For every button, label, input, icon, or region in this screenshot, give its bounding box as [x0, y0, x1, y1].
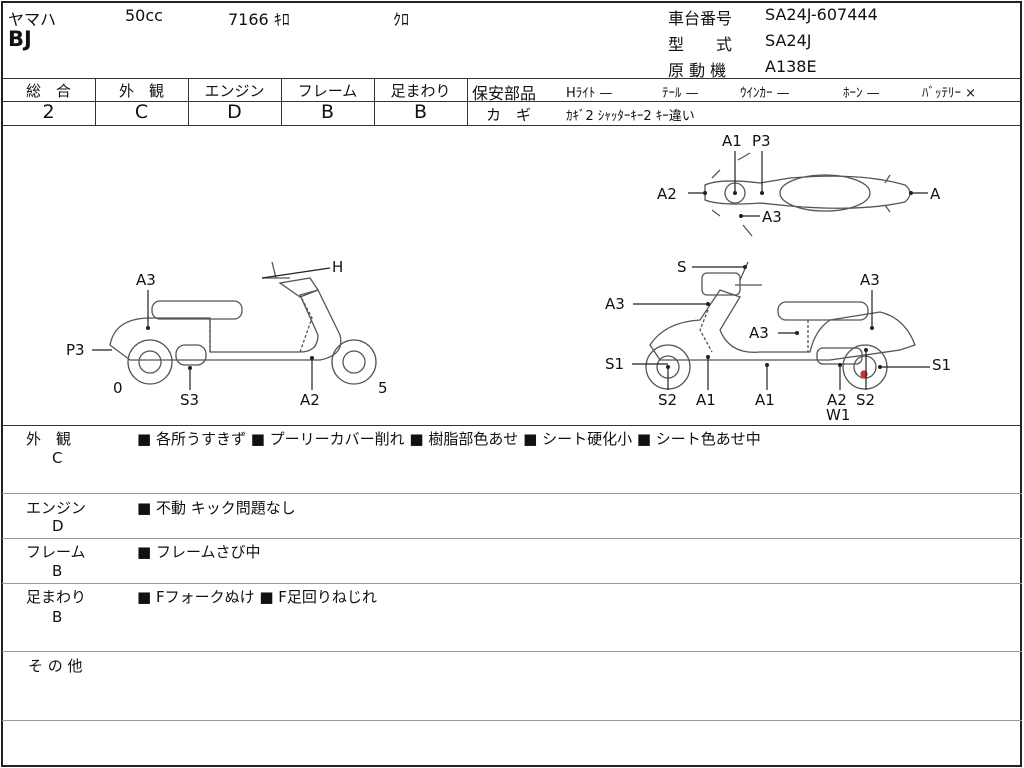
- comment-suspension-label: 足まわり: [26, 588, 87, 606]
- divider: [2, 651, 1022, 652]
- divider: [2, 78, 1022, 79]
- divider: [2, 493, 1022, 494]
- grade-overall-value: 2: [42, 101, 55, 123]
- divider: [95, 78, 96, 125]
- leader-lines: [92, 151, 930, 390]
- comment-frame-grade: B: [52, 562, 63, 580]
- diagram-label: H: [332, 258, 344, 276]
- model-name: BJ: [8, 27, 32, 51]
- grade-overall-label: 総 合: [25, 82, 71, 100]
- grade-exterior-value: C: [134, 101, 149, 123]
- diagram-label: S2: [658, 391, 678, 409]
- comment-exterior-label: 外 観: [26, 430, 72, 448]
- safety-winker: ｳｲﾝｶｰ —: [740, 86, 790, 101]
- grade-engine-value: D: [227, 101, 242, 123]
- displacement: 50cc: [125, 6, 163, 25]
- scooter-diagrams: [92, 151, 930, 390]
- diagram-label: A3: [762, 208, 782, 226]
- diagram-label: A1: [722, 132, 742, 150]
- diagram-label: P3: [66, 341, 85, 359]
- safety-tail: ﾃｰﾙ —: [662, 86, 699, 101]
- comment-other-label: そ の 他: [28, 657, 83, 675]
- keys-label: カ ギ: [486, 106, 532, 124]
- diagram-label: S1: [605, 355, 625, 373]
- divider: [2, 101, 1022, 102]
- divider: [2, 425, 1022, 426]
- diagram-label: W1: [826, 406, 851, 424]
- divider: [2, 125, 1022, 126]
- safety-parts-label: 保安部品: [472, 84, 537, 103]
- color: ｸﾛ: [393, 10, 410, 29]
- grade-exterior-label: 外 観: [118, 82, 164, 100]
- divider: [281, 78, 282, 125]
- diagram-label: 5: [378, 379, 388, 397]
- comment-suspension-text: ■ Fフォークぬけ ■ F足回りねじれ: [137, 588, 377, 606]
- comment-exterior-grade: C: [52, 449, 63, 467]
- diagram-label: A3: [605, 295, 625, 313]
- frame-no-label: 車台番号: [668, 9, 733, 28]
- diagram-label: 0: [113, 379, 123, 397]
- engine-label: 原 動 機: [668, 61, 727, 80]
- diagram-label: P3: [752, 132, 771, 150]
- comment-frame-label: フレーム: [26, 543, 86, 561]
- safety-horn: ﾎｰﾝ —: [843, 86, 880, 101]
- type-value: SA24J: [765, 31, 812, 50]
- diagram-label: A3: [136, 271, 156, 289]
- divider: [188, 78, 189, 125]
- grade-frame-label: フレーム: [297, 82, 358, 100]
- diagram-label: S1: [932, 356, 952, 374]
- diagram-label: A2: [827, 391, 847, 409]
- divider: [467, 78, 468, 125]
- grade-suspension-label: 足まわり: [390, 82, 451, 100]
- scooter-right-side: [645, 261, 916, 390]
- diagram-label: A: [930, 185, 941, 203]
- diagram-label: A2: [657, 185, 677, 203]
- diagram-label: A1: [755, 391, 775, 409]
- scooter-left-side: [109, 261, 377, 385]
- frame-no: SA24J-607444: [765, 5, 878, 24]
- damage-points: [146, 191, 913, 370]
- comment-engine-text: ■ 不動 キック問題なし: [137, 499, 296, 517]
- grade-suspension-value: B: [413, 101, 428, 123]
- type-label: 型 式: [668, 35, 733, 54]
- comment-frame-text: ■ フレームさび中: [137, 543, 261, 561]
- divider: [374, 78, 375, 125]
- engine-value: A138E: [765, 57, 817, 76]
- safety-battery: ﾊﾞｯﾃﾘｰ ×: [922, 86, 977, 101]
- keys-value: ｶｷﾞ2 ｼｬｯﾀｰｷｰ2 ｷｰ違い: [566, 109, 695, 124]
- comment-suspension-grade: B: [52, 608, 63, 626]
- comment-engine-label: エンジン: [26, 499, 87, 517]
- comment-exterior-text: ■ 各所うすきず ■ プーリーカバー削れ ■ 樹脂部色あせ ■ シート硬化小 ■…: [137, 430, 761, 448]
- scooter-top-view: [704, 152, 911, 237]
- grade-frame-value: B: [320, 101, 335, 123]
- diagram-label: A2: [300, 391, 320, 409]
- diagram-label: A3: [749, 324, 769, 342]
- diagram-label: S2: [856, 391, 876, 409]
- diagram-label: S: [677, 258, 687, 276]
- grade-engine-label: エンジン: [204, 82, 265, 100]
- divider: [2, 538, 1022, 539]
- mileage: 7166 ｷﾛ: [228, 10, 290, 29]
- comment-engine-grade: D: [52, 517, 64, 535]
- diagram-label: S3: [180, 391, 200, 409]
- divider: [2, 720, 1022, 721]
- divider: [2, 583, 1022, 584]
- maker: ヤマハ: [8, 10, 57, 29]
- diagram-label: A1: [696, 391, 716, 409]
- diagram-label: A3: [860, 271, 880, 289]
- safety-headlight: Hﾗｲﾄ —: [566, 86, 613, 101]
